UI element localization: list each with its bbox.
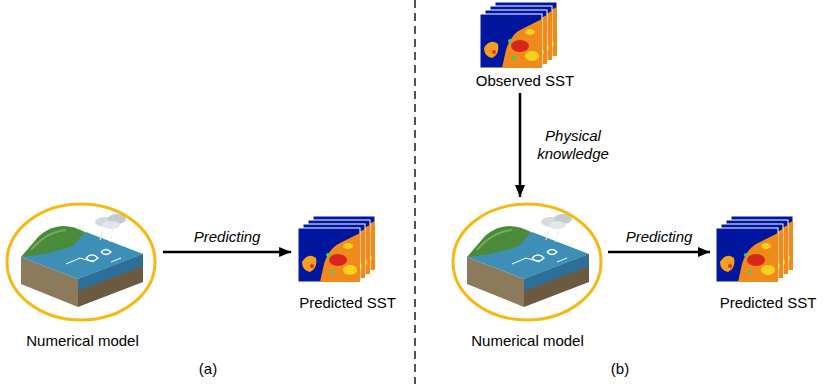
node-label: Predicted SST bbox=[299, 294, 396, 312]
panel-label: (b) bbox=[611, 360, 629, 378]
figure-node: Numerical model bbox=[450, 200, 605, 350]
figure-node: Predicted SST bbox=[294, 212, 401, 312]
edge-label: Predicting bbox=[624, 228, 695, 246]
panel-label: (a) bbox=[199, 360, 217, 378]
sst-image-stack bbox=[716, 216, 793, 282]
arrow-connector bbox=[163, 251, 291, 254]
figure-node: Predicted SST bbox=[713, 212, 823, 312]
node-label: Numerical model bbox=[26, 332, 139, 350]
node-label: Predicted SST bbox=[720, 294, 817, 312]
model-ellipse bbox=[7, 204, 155, 320]
divider-line bbox=[414, 0, 416, 384]
ocean-model-illustration bbox=[467, 214, 589, 307]
node-label: Observed SST bbox=[476, 72, 574, 90]
arrow-connector bbox=[608, 251, 710, 254]
figure-node: Observed SST bbox=[470, 0, 580, 90]
edge-label: Predicting bbox=[192, 228, 263, 246]
sst-image-stack bbox=[298, 216, 375, 282]
node-label: Numerical model bbox=[471, 332, 584, 350]
model-ellipse bbox=[453, 204, 601, 320]
sst-image-stack bbox=[480, 2, 557, 68]
edge-label: Physical knowledge bbox=[530, 127, 616, 163]
arrow-connector bbox=[519, 93, 522, 197]
figure-node: Numerical model bbox=[5, 200, 160, 350]
ocean-model-illustration bbox=[21, 214, 143, 307]
